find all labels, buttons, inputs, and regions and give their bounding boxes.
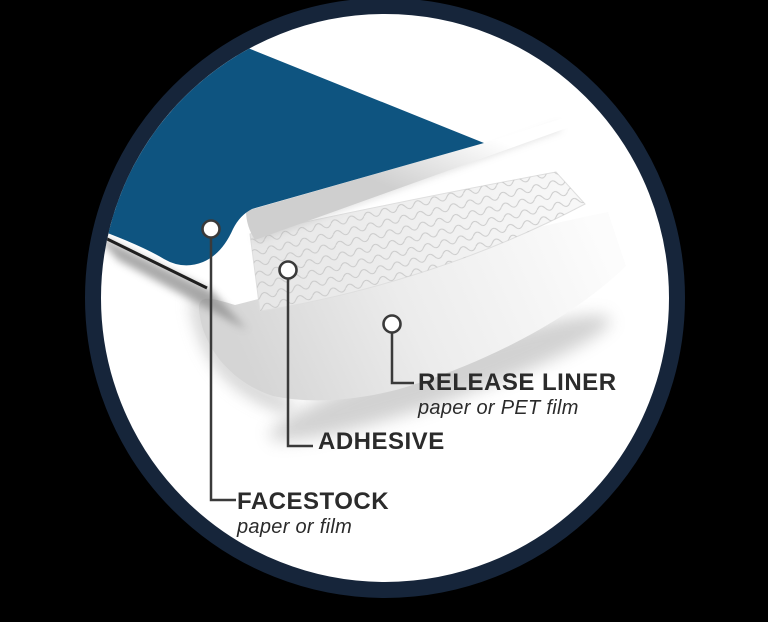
stack-edge-shading	[101, 234, 247, 330]
adhesive-layer-pattern	[250, 172, 585, 311]
liner-shadow	[269, 315, 611, 441]
release-liner-layer	[198, 212, 626, 401]
callout-dot-release-liner-icon	[382, 314, 402, 334]
release-liner-callout: RELEASE LINER paper or PET film	[418, 370, 617, 420]
callout-line-adhesive	[286, 279, 313, 448]
callout-line-facestock	[209, 238, 236, 502]
facestock-label: FACESTOCK	[237, 488, 390, 515]
adhesive-callout: ADHESIVE	[318, 429, 445, 454]
release-liner-label: RELEASE LINER	[418, 369, 617, 396]
stack-edge-line	[101, 231, 208, 290]
facestock-callout: FACESTOCK paper or film	[237, 489, 389, 539]
adhesive-label: ADHESIVE	[318, 428, 445, 455]
callout-dot-facestock-icon	[201, 219, 221, 239]
release-liner-sublabel: paper or PET film	[418, 397, 579, 420]
callout-line-release-liner	[390, 333, 414, 385]
facestock-underside-edge	[246, 115, 578, 240]
facestock-sublabel: paper or film	[237, 516, 353, 539]
callout-dot-adhesive-icon	[278, 260, 298, 280]
